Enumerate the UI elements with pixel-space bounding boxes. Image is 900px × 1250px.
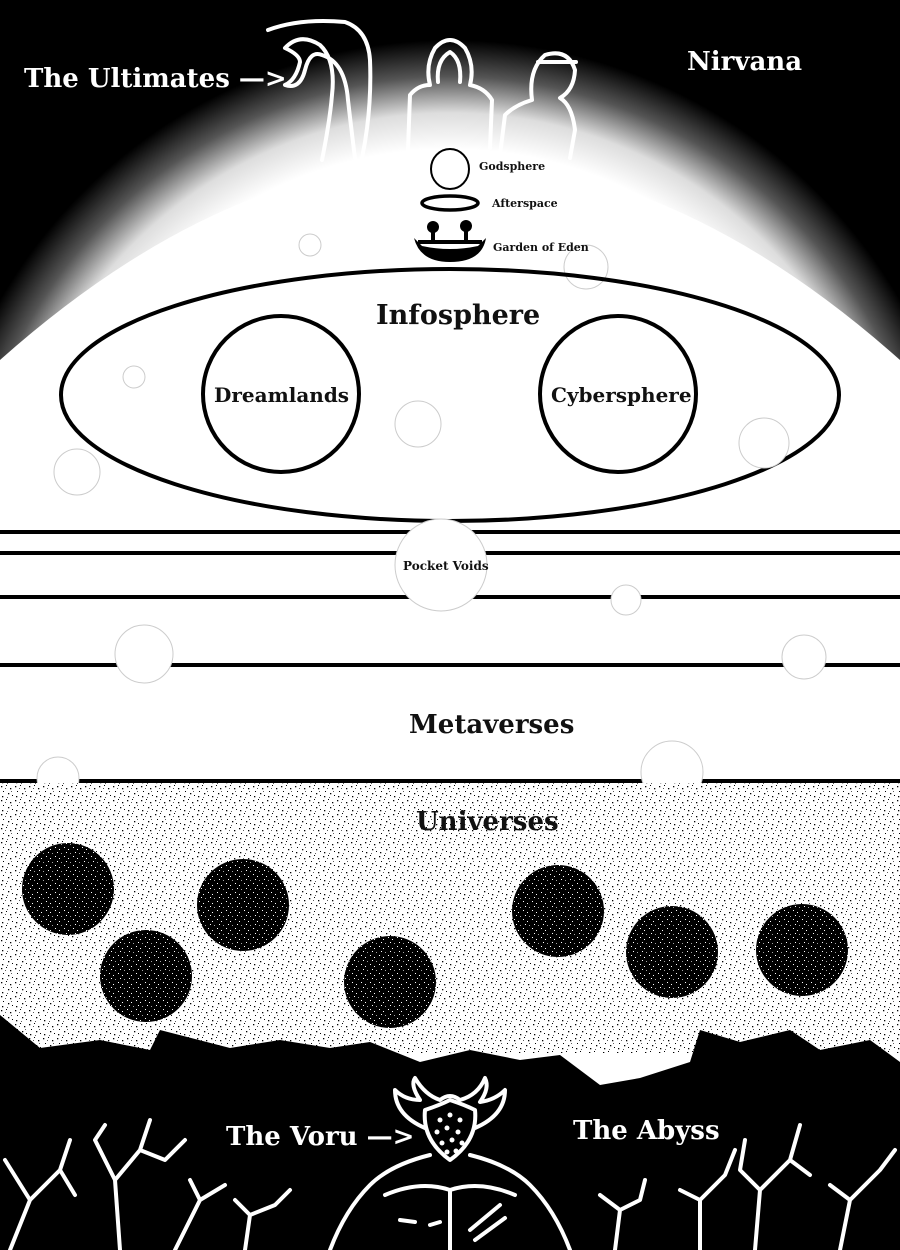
bubble <box>53 448 101 496</box>
helmeted-figure-icon <box>498 51 577 160</box>
bubble <box>114 624 174 684</box>
cybersphere-label: Cybersphere <box>551 383 692 407</box>
abyss-label: The Abyss <box>573 1116 720 1146</box>
bubble <box>394 400 442 448</box>
metaverses-label: Metaverses <box>409 710 575 740</box>
afterspace-label: Afterspace <box>492 197 558 210</box>
serpent-icon <box>283 37 357 162</box>
godsphere-label: Godsphere <box>479 160 546 173</box>
pocket-void-bubble <box>394 518 488 612</box>
universe-spheres <box>22 843 848 1028</box>
hooded-figure-icon <box>406 38 494 152</box>
ultimates-figures <box>266 19 578 162</box>
garden-of-eden-icon <box>414 220 486 262</box>
hood-face <box>435 50 463 84</box>
universe-sphere <box>626 906 718 998</box>
ultimates-label: The Ultimates —> <box>24 64 287 94</box>
universe-sphere <box>512 865 604 957</box>
bubble <box>610 584 642 616</box>
nirvana-label: Nirvana <box>687 47 803 77</box>
universe-sphere <box>22 843 114 935</box>
garden-of-eden-label: Garden of Eden <box>493 241 589 254</box>
afterspace-halo-icon <box>420 194 480 212</box>
universe-sphere <box>756 904 848 996</box>
serpent-tail <box>266 19 373 160</box>
bubble <box>738 417 790 469</box>
cybersphere-circle <box>538 314 698 474</box>
universe-sphere <box>344 936 436 1028</box>
universes-label: Universes <box>416 807 559 837</box>
godsphere-icon <box>430 148 470 190</box>
voru-label: The Voru —> <box>226 1122 415 1152</box>
pocket-voids-label: Pocket Voids <box>403 559 489 573</box>
universe-sphere <box>100 930 192 1022</box>
voru-figure-icon <box>328 1076 572 1250</box>
infosphere-title: Infosphere <box>376 300 541 331</box>
dreamlands-label: Dreamlands <box>214 383 350 407</box>
abyss-tendrils <box>3 1118 897 1250</box>
bubble <box>298 233 322 257</box>
voru-face-spots <box>434 1112 465 1155</box>
bubble <box>122 365 146 389</box>
abyss-ground <box>0 1015 900 1250</box>
dreamlands-circle <box>201 314 361 474</box>
bubble <box>781 634 827 680</box>
universe-sphere <box>197 859 289 951</box>
